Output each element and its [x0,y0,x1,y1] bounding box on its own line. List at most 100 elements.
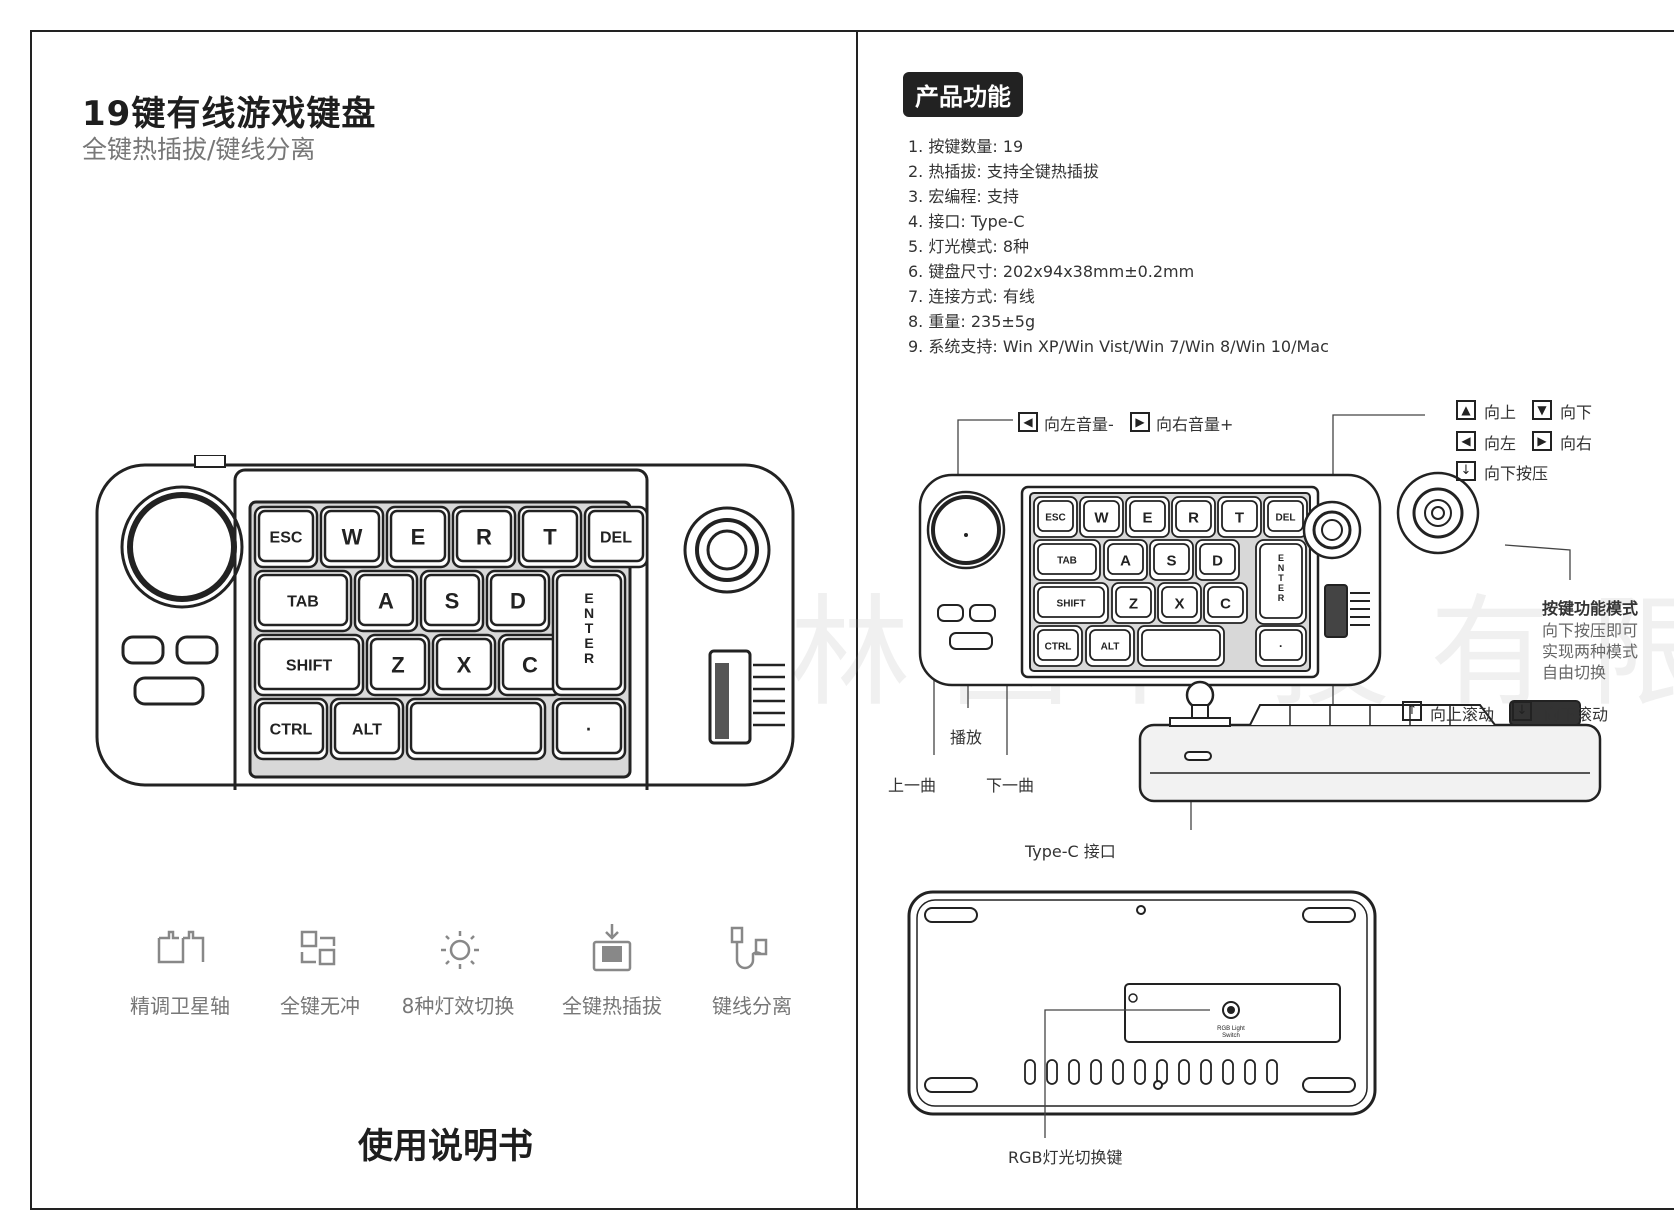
enter-key-letter: E [584,635,593,651]
key-label: TAB [1057,556,1077,567]
key-label: CTRL [270,722,313,739]
keycap-cap [1267,500,1304,532]
enter-key-letter: N [1278,563,1285,573]
feature-label: 精调卫星轴 [130,994,230,1018]
cable-icon [728,926,772,976]
enter-key-letter: T [585,620,594,636]
key-label: X [1174,595,1184,612]
key-label: W [342,525,363,550]
scroll-up-arrow-icon: ↑ [1402,701,1422,721]
enter-key-letter: E [1278,583,1284,593]
keycap-cap [1089,629,1131,661]
keycap-cap [1153,543,1190,575]
right-label: 向右 [1560,434,1593,453]
keycap-cap [1259,629,1303,661]
manual-label: 使用说明书 [358,1127,534,1167]
vent-slot [1090,1059,1102,1085]
down-label: 向下 [1560,403,1593,422]
spec-item: 9. 系统支持: Win XP/Win Vist/Win 7/Win 8/Win… [908,337,1329,356]
mode-desc-line: 实现两种模式 [1542,642,1639,661]
vent-slot [1112,1059,1124,1085]
enter-key-letter: T [1278,573,1284,583]
key-label: S [1166,552,1176,569]
vol-right-label: 向右音量+ [1156,415,1234,434]
keycap-cap [1207,586,1244,618]
key-label: SHIFT [286,658,332,675]
scroll-down-label: 向下滚动 [1544,705,1609,724]
keycap-cap [357,573,415,627]
keycap-cap [257,637,361,691]
scroll-up-label: 向上滚动 [1430,705,1495,724]
keycap-cap [423,573,481,627]
keycap-cap [1115,586,1152,618]
spec-item: 6. 键盘尺寸: 202x94x38mm±0.2mm [908,262,1195,281]
enter-key-letter: E [584,590,593,606]
key-label: ALT [1101,642,1120,653]
key-label: ALT [352,722,382,739]
vent-slot [1046,1059,1058,1085]
enter-key-letter: N [584,605,594,621]
scroll-down-arrow-icon: ↓ [1512,701,1532,721]
key-label: SHIFT [1057,599,1086,610]
play-button-icon [133,676,205,706]
key-label: DEL [1276,513,1296,524]
spec-item: 5. 灯光模式: 8种 [908,237,1030,256]
key-label: Z [1129,595,1138,612]
bottom-view-diagram: RGB Light Switch [907,890,1377,1138]
key-label: D [510,589,526,614]
keycap-cap [1037,500,1074,532]
switch-axis-icon [155,930,205,974]
keycap-cap [435,637,493,691]
next-track-button-icon [175,635,219,665]
keycap-cap [257,509,315,563]
left-arrow-icon: ◀ [1456,431,1476,451]
vent-slot [1200,1059,1212,1085]
play-label: 播放 [950,728,983,747]
hot-swap-icon [590,924,634,976]
right-arrow-icon: ▶ [1130,412,1150,432]
keycap-cap [1107,543,1144,575]
rgb-small-label-2: Switch [1222,1033,1240,1039]
spec-item: 1. 按键数量: 19 [908,137,1024,156]
left-label: 向左 [1484,434,1517,453]
keycap-cap [257,573,349,627]
vent-slot [1244,1059,1256,1085]
key-label: · [1279,639,1283,653]
keycap-cap [323,509,381,563]
keycap-cap [521,509,579,563]
page-frame [30,30,1674,1210]
vent-slot [1266,1059,1278,1085]
vent-slot [1024,1059,1036,1085]
key-label: D [1212,552,1223,569]
product-subtitle: 全键热插拔/键线分离 [82,135,316,164]
vent-slot [1222,1059,1234,1085]
up-arrow-icon: ▲ [1456,400,1476,420]
up-label: 向上 [1484,403,1517,422]
down-arrow-icon: ▼ [1532,400,1552,420]
keycap-cap [1037,543,1097,575]
spec-item: 8. 重量: 235±5g [908,312,1036,331]
space-keycap-cap [1141,629,1221,661]
key-label: E [1142,509,1152,526]
enter-keycap-cap [555,573,623,691]
key-label: · [586,719,592,739]
next-label: 下一曲 [986,776,1035,795]
spec-item: 4. 接口: Type-C [908,212,1025,231]
enter-keycap-cap [1259,543,1303,619]
keycap-cap [333,701,401,755]
mode-desc-line: 自由切换 [1542,663,1607,682]
key-label: R [476,525,492,550]
prev-track-button-icon [121,635,165,665]
spec-item: 7. 连接方式: 有线 [908,287,1035,306]
section-badge: 产品功能 [903,72,1023,117]
key-label: CTRL [1045,642,1072,653]
vent-slot [1178,1059,1190,1085]
keycap-cap [1129,500,1166,532]
vol-left-label: 向左音量- [1044,415,1114,434]
keycap-cap [369,637,427,691]
rgb-switch-label: RGB灯光切换键 [1008,1148,1123,1167]
key-label: ESC [1045,513,1066,524]
rgb-small-label-1: RGB Light [1217,1026,1245,1032]
key-label: A [1120,552,1131,569]
